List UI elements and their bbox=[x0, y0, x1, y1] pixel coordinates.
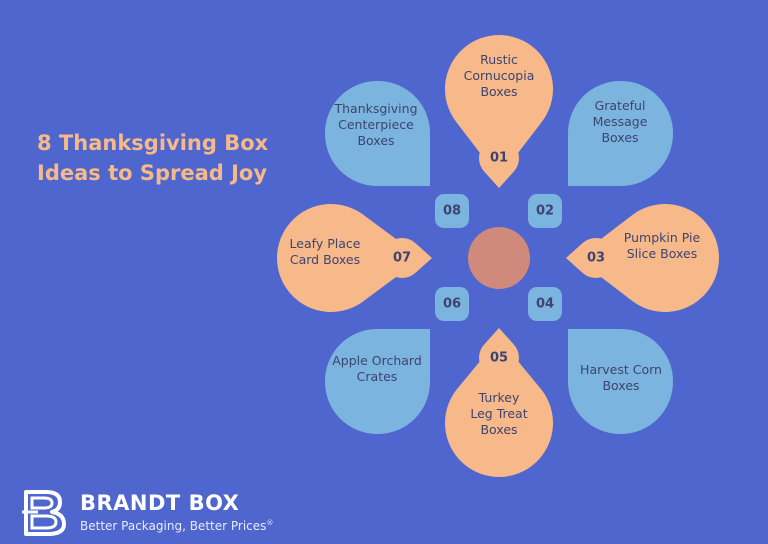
petal-label-line: Leafy Place bbox=[290, 236, 361, 251]
petal-label-line: Grateful bbox=[595, 98, 646, 113]
number-tile-02 bbox=[528, 194, 562, 228]
number-drop-07 bbox=[382, 237, 432, 278]
petal-label-line: Turkey bbox=[478, 390, 520, 405]
number-label-05: 05 bbox=[490, 351, 508, 366]
petal-label-line: Crates bbox=[357, 369, 398, 384]
petal-label-line: Apple Orchard bbox=[332, 353, 422, 368]
number-tile-06 bbox=[435, 287, 469, 321]
petal-label-line: Thanksgiving bbox=[333, 101, 417, 116]
petal-label-line: Card Boxes bbox=[290, 252, 360, 267]
title-line-1: 8 Thanksgiving Box bbox=[37, 131, 269, 155]
petal-label-line: Pumpkin Pie bbox=[624, 230, 701, 245]
petal-label-line: Leg Treat bbox=[470, 406, 527, 421]
petal-label-line: Boxes bbox=[602, 378, 639, 393]
petal-label-line: Boxes bbox=[601, 130, 638, 145]
petal-label-line: Message bbox=[593, 114, 648, 129]
number-label-07: 07 bbox=[393, 251, 411, 266]
number-tile-08 bbox=[435, 194, 469, 228]
number-drop-05 bbox=[479, 328, 519, 378]
number-drop-01 bbox=[479, 138, 519, 188]
number-label-04: 04 bbox=[536, 297, 554, 312]
petal-label-line: Boxes bbox=[480, 422, 517, 437]
center-circle bbox=[468, 227, 530, 289]
number-label-03: 03 bbox=[587, 251, 605, 266]
petal-07 bbox=[277, 204, 422, 312]
petal-06 bbox=[325, 329, 430, 434]
page-title: 8 Thanksgiving Box Ideas to Spread Joy bbox=[37, 128, 268, 188]
petal-01 bbox=[444, 34, 553, 178]
bb-monogram-icon bbox=[22, 490, 66, 536]
petal-04 bbox=[568, 329, 673, 434]
petal-label-line: Boxes bbox=[480, 84, 517, 99]
petal-02 bbox=[568, 81, 673, 186]
petal-08 bbox=[325, 81, 430, 186]
number-tile-04 bbox=[528, 287, 562, 321]
petal-label-line: Boxes bbox=[357, 133, 394, 148]
brand-tagline: Better Packaging, Better Prices® bbox=[80, 518, 274, 533]
number-label-02: 02 bbox=[536, 204, 554, 219]
petal-03 bbox=[576, 204, 719, 312]
number-label-08: 08 bbox=[443, 204, 461, 219]
number-label-01: 01 bbox=[490, 151, 508, 166]
petal-label-line: Centerpiece bbox=[338, 117, 414, 132]
petal-05 bbox=[444, 338, 553, 477]
title-line-2: Ideas to Spread Joy bbox=[37, 161, 268, 185]
number-drop-03 bbox=[566, 237, 616, 278]
petal-label-line: Rustic bbox=[480, 52, 518, 67]
petal-label-line: Harvest Corn bbox=[580, 362, 662, 377]
number-label-06: 06 bbox=[443, 297, 461, 312]
brand-name: BRANDT BOX bbox=[80, 490, 240, 515]
petal-label-line: Slice Boxes bbox=[627, 246, 697, 261]
brand-footer: BRANDT BOX Better Packaging, Better Pric… bbox=[20, 486, 273, 538]
petal-label-line: Cornucopia bbox=[464, 68, 535, 83]
